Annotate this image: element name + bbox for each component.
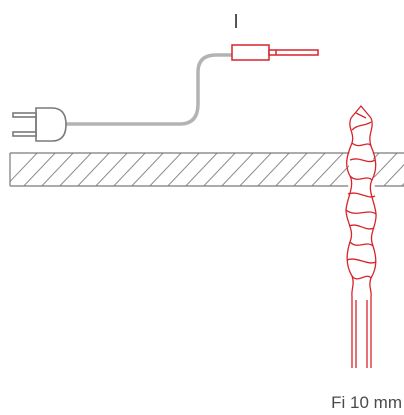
cable: [64, 53, 234, 126]
power-plug-icon: [12, 107, 67, 142]
drill-size-label: Fi 10 mm: [331, 393, 402, 412]
marker-label: I: [233, 11, 239, 33]
hatched-wall-section: [9, 152, 404, 187]
drill-bit-icon: [345, 105, 377, 368]
red-pin-probe: [231, 44, 319, 61]
